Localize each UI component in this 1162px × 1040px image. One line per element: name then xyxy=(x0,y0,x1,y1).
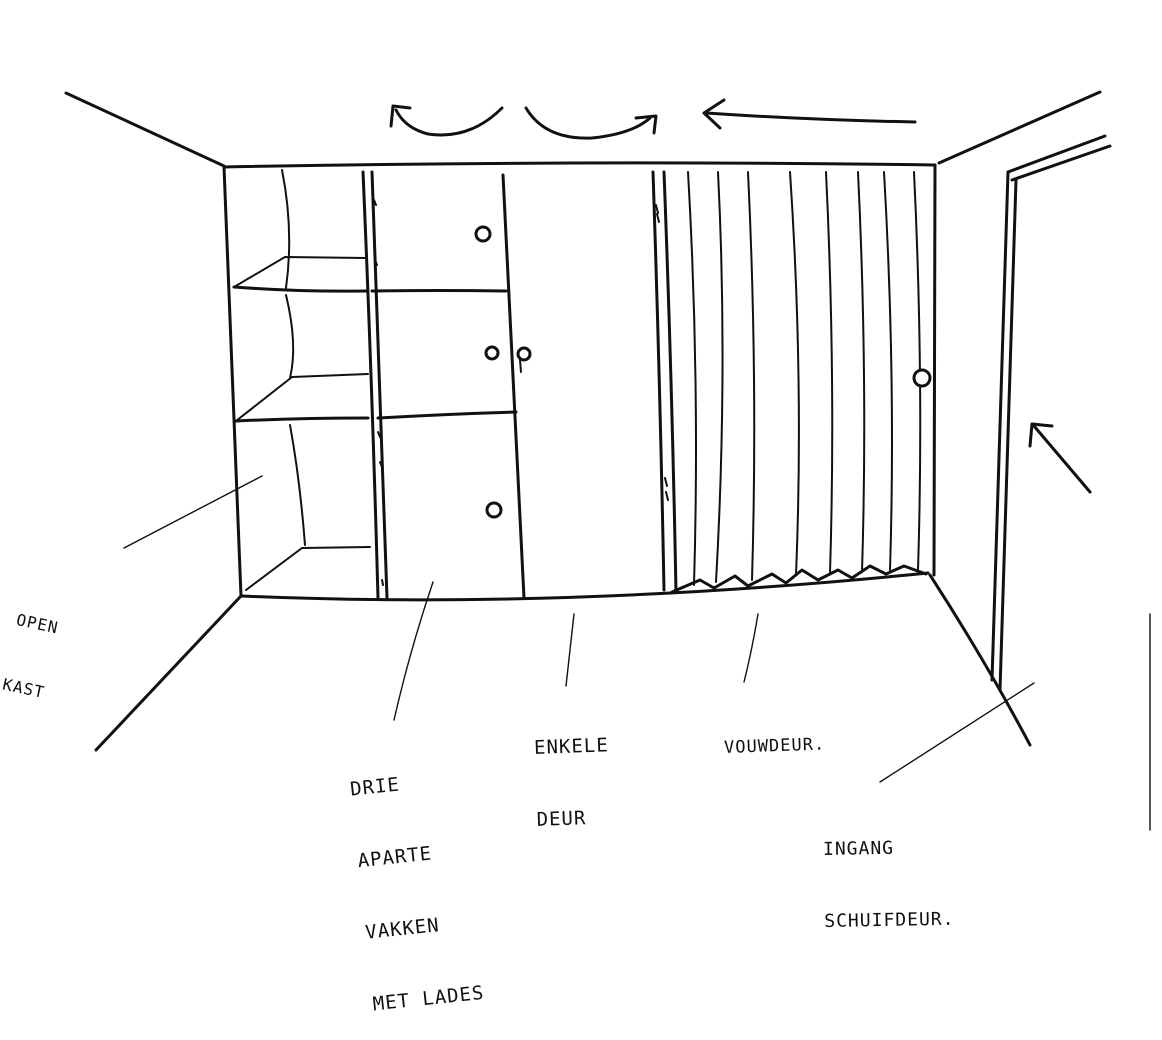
knob-stem xyxy=(519,359,522,373)
label-ingang-schuifdeur: INGANG SCHUIFDEUR. xyxy=(822,788,955,958)
door-frame-top xyxy=(1010,144,1112,182)
door-knob xyxy=(485,501,503,519)
open-cabinet xyxy=(222,165,384,600)
open-cabinet-back-line xyxy=(281,169,291,289)
room-outline xyxy=(64,90,1102,752)
label-line: APARTE xyxy=(356,842,434,873)
three-compartments xyxy=(370,170,532,600)
leader-drie-vakken xyxy=(393,581,434,721)
wardrobe-sketch xyxy=(64,90,1151,831)
folding-door xyxy=(662,170,932,594)
label-line: ENKELE xyxy=(533,734,610,759)
fold-line xyxy=(715,171,724,583)
door-frame-top xyxy=(1006,134,1107,174)
label-line: DEUR xyxy=(536,807,587,831)
single-door xyxy=(651,170,669,592)
curved-arrow-right-icon xyxy=(524,106,652,140)
floor-line xyxy=(239,571,930,602)
open-cabinet-right-side xyxy=(361,170,380,600)
fold-line xyxy=(747,171,756,581)
entrance-sliding-door xyxy=(990,134,1112,692)
leader-lines xyxy=(123,475,1151,831)
arrow-left-icon xyxy=(702,98,726,130)
door-knob xyxy=(474,225,492,243)
leader-open-kast xyxy=(123,475,263,549)
shelf-bottom xyxy=(245,546,371,591)
label-line: OPEN xyxy=(14,610,61,638)
door-knob xyxy=(912,368,932,388)
label-enkele-deur: ENKELE DEUR xyxy=(532,685,612,856)
leader-enkele-deur xyxy=(565,613,575,687)
fold-line xyxy=(662,170,678,594)
label-line: INGANG xyxy=(822,837,895,860)
shelf-top xyxy=(235,373,369,422)
leader-ingang xyxy=(879,682,1035,783)
door-knob xyxy=(484,345,500,361)
motion-arrows xyxy=(389,98,917,140)
arrow-head xyxy=(634,114,658,135)
arrow-up-left-icon xyxy=(1028,422,1054,448)
fold-line xyxy=(857,171,866,573)
arrow-head xyxy=(389,104,412,128)
compartment-left-side xyxy=(370,170,389,600)
ceiling-right-edge xyxy=(937,90,1102,165)
shelf-front xyxy=(232,285,368,293)
compartment-divider xyxy=(370,289,508,293)
folding-door-zigzag xyxy=(670,564,928,594)
fold-line xyxy=(825,171,834,574)
floor-right-edge xyxy=(928,573,1032,747)
open-cabinet-back-line xyxy=(289,424,306,546)
fold-line xyxy=(789,171,800,576)
label-line: VAKKEN xyxy=(364,914,441,944)
label-line: SCHUIFDEUR. xyxy=(824,908,955,932)
door-frame-side xyxy=(990,170,1010,682)
ceiling-left-edge xyxy=(64,91,226,168)
compartment-divider xyxy=(376,410,518,420)
shelf-top xyxy=(233,256,367,288)
single-door-right-edge xyxy=(651,170,666,592)
label-vouwdeur: VOUWDEUR. xyxy=(722,684,826,783)
label-line: MET LADES xyxy=(371,981,486,1016)
hinge-marks xyxy=(655,204,669,501)
fold-line xyxy=(883,171,893,571)
slide-arrow-shaft xyxy=(704,111,917,124)
label-line: DRIE xyxy=(349,773,401,801)
door-knob xyxy=(516,346,532,362)
leader-vouwdeur xyxy=(743,613,759,683)
curved-arrow-left-icon xyxy=(394,106,504,137)
fold-line xyxy=(687,171,697,586)
open-cabinet-left-side xyxy=(222,165,243,598)
entrance-arrow-shaft xyxy=(1032,424,1092,494)
open-cabinet-back-line xyxy=(285,294,295,379)
floor-left-edge xyxy=(94,594,243,752)
shelf-front xyxy=(234,416,370,423)
label-line: KAST xyxy=(0,674,47,703)
right-corner-line xyxy=(932,163,937,577)
compartment-right-side xyxy=(501,173,526,600)
ceiling-line xyxy=(222,161,937,169)
door-frame-side xyxy=(998,178,1018,692)
label-line: VOUWDEUR. xyxy=(723,734,826,758)
